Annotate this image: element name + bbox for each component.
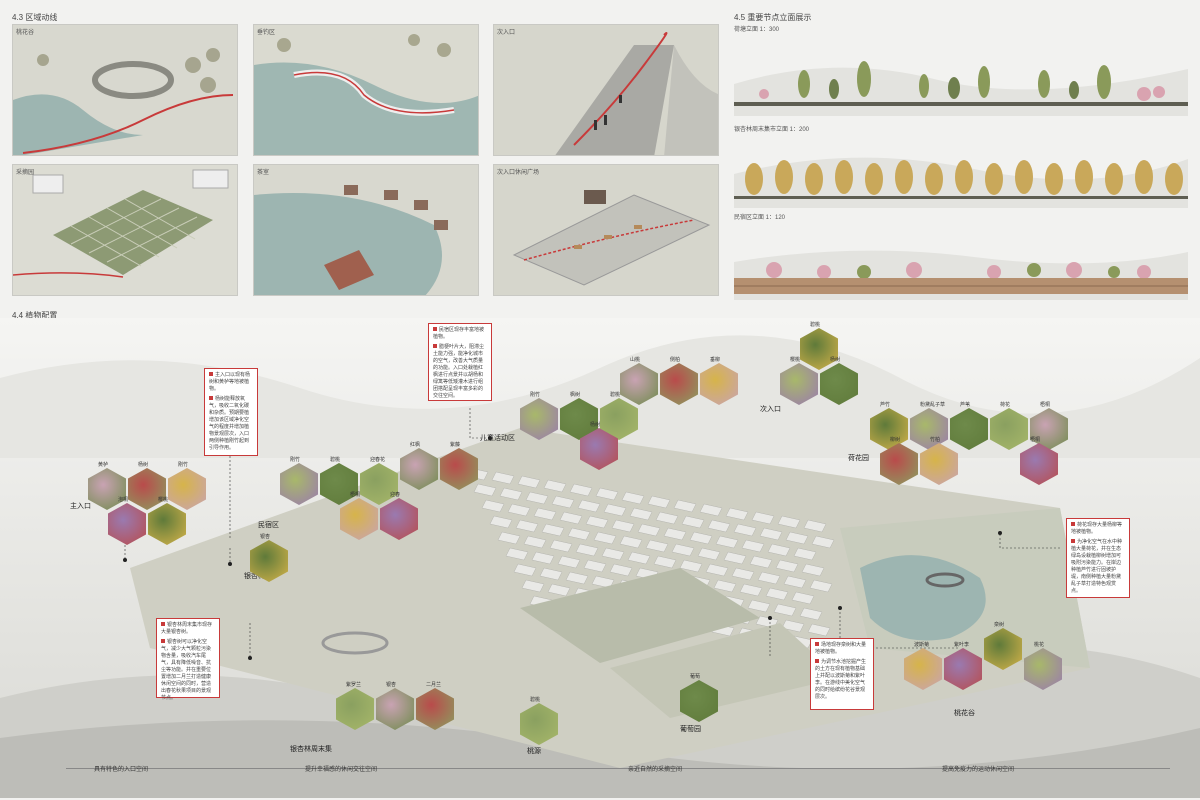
plant-name-children-4: 侧柏 xyxy=(670,357,681,363)
plant-hex-homestay-4 xyxy=(440,448,478,490)
section-title-movement: 4.3 区域动线 xyxy=(12,13,58,22)
plant-name-homestay-0: 刚竹 xyxy=(290,457,301,463)
plant-name-children-3: 山桃 xyxy=(630,357,641,363)
plant-name-valley-1: 紫叶李 xyxy=(954,642,970,648)
area-secondary-entrance: 次入口 xyxy=(760,406,781,413)
plant-name-homestay-4: 紫藤 xyxy=(450,442,461,448)
plant-name-lotus-6: 竹柏 xyxy=(930,437,941,443)
plant-name-homestay-1: 碧桃 xyxy=(330,457,341,463)
plant-name-entrance-3: 泡桐 xyxy=(118,497,129,503)
plant-hex-homestay-3 xyxy=(400,448,438,490)
plant-hex-homestay-0 xyxy=(280,463,318,505)
plant-hex-homestay-1 xyxy=(320,463,358,505)
plant-name-market-2: 二月兰 xyxy=(426,682,442,688)
plant-hex-homestay-2 xyxy=(360,463,398,505)
plant-name-lotus-4: 梧桐 xyxy=(1040,402,1051,408)
panel-peach-valley: 桃花谷 xyxy=(12,24,238,156)
plant-name-entrance-4: 樱桃 xyxy=(158,497,169,503)
footer-label-3: 亲近自然的采摘空间 xyxy=(628,767,683,773)
section-title-planting: 4.4 植物配置 xyxy=(12,311,58,320)
plant-name-entrance-1: 杨树 xyxy=(138,462,149,468)
plant-name-east-1: 樱桃 xyxy=(790,357,801,363)
panel-fishing: 垂钓区 xyxy=(253,24,479,156)
plant-hex-homestay-6 xyxy=(380,498,418,540)
plant-name-market-1: 银杏 xyxy=(386,682,397,688)
plant-hex-homestay-5 xyxy=(340,498,378,540)
plant-name-homestay-3: 红枫 xyxy=(410,442,421,448)
panel-tea-room: 茶室 xyxy=(253,164,479,296)
plant-name-lotus-5: 柳树 xyxy=(890,437,901,443)
plant-name-lotus-2: 芦苇 xyxy=(960,402,971,408)
plant-name-homestay-6: 迎春 xyxy=(390,492,401,498)
planting-map: 主入口以现有杨树和黄栌等地被植物。 杨树能释放氧气，吸收二氧化碳和杂质。预期要植… xyxy=(0,318,1200,798)
note-lotus: 荷花现存大量杨柳等地被植物。 为净化空气在水中种植大量荷花，并在生态绿岛设栽植柳… xyxy=(1066,518,1130,598)
leader-lines xyxy=(123,408,1060,660)
area-lotus: 荷花园 xyxy=(848,455,869,462)
area-homestay: 民宿区 xyxy=(258,522,279,529)
plant-name-east-2: 杨树 xyxy=(830,357,841,363)
elevation-lotus: 荷塘立面 1：300 xyxy=(734,24,1188,116)
note-homestay: 民宿区现存丰富地被植物。 腊梗叶片大，阻滞尘土能力强，能净化城市的空气，改善大气… xyxy=(428,323,492,401)
plant-name-grape-0: 葡萄 xyxy=(690,674,701,680)
plant-hex-market-1 xyxy=(376,688,414,730)
plant-name-homestay-5: 梧桐 xyxy=(350,492,361,498)
plant-name-lotus-3: 荷花 xyxy=(1000,402,1011,408)
note-valley: 场地现存栾树和大量地被植物。 为调节水池挖掘产生的土方在现有植物基础上并配以波斯… xyxy=(810,638,874,710)
plant-hex-valley-3 xyxy=(1024,648,1062,690)
plant-hex-market-0 xyxy=(336,688,374,730)
plant-name-valley-0: 波斯菊 xyxy=(914,642,930,648)
plant-name-valley-2: 栾树 xyxy=(994,622,1005,628)
section-title-elevation: 4.5 重要节点立面展示 xyxy=(734,13,812,22)
plant-hex-lotus-4 xyxy=(1030,408,1068,450)
plant-name-ginkgo-0: 银杏 xyxy=(260,534,271,540)
plant-name-children-2: 碧桃 xyxy=(610,392,621,398)
elevation-homestay: 民宿区立面 1：120 xyxy=(734,212,1188,300)
note-ginkgo-market: 银杏林周末集市现存大量银杏树。 银杏树可以净化空气，减少大气颗粒污染物含量，吸收… xyxy=(156,618,220,701)
plant-name-peach-0: 碧桃 xyxy=(530,697,541,703)
area-ginkgo: 银杏林 xyxy=(244,573,265,580)
footer-label-4: 提高免疫力的运动休闲空间 xyxy=(942,767,1015,773)
footer-label-1: 具有特色的入口空间 xyxy=(94,767,149,773)
plant-name-children-0: 刚竹 xyxy=(530,392,541,398)
plant-name-children-5: 垂柳 xyxy=(710,357,721,363)
plant-name-entrance-0: 黄栌 xyxy=(98,462,109,468)
plant-name-lotus-1: 粉黛乱子草 xyxy=(920,402,946,408)
plant-hex-entrance-0 xyxy=(88,468,126,510)
area-weekend-market: 银杏林周末集 xyxy=(290,746,332,753)
plant-name-lotus-7: 梧桐 xyxy=(1030,437,1041,443)
area-children: 儿童活动区 xyxy=(480,435,515,442)
footer-label-2: 提升幸福感的休闲交往空间 xyxy=(305,767,378,773)
plant-name-entrance-2: 刚竹 xyxy=(178,462,189,468)
note-main-entrance: 主入口以现有杨树和黄栌等地被植物。 杨树能释放氧气，吸收二氧化碳和杂质。预期要植… xyxy=(204,368,258,456)
area-peach-garden: 桃源 xyxy=(527,748,541,755)
panel-leisure-plaza: 次入口休闲广场 xyxy=(493,164,719,296)
area-peach-valley: 桃花谷 xyxy=(954,710,975,717)
plant-name-east-0: 碧桃 xyxy=(810,322,821,328)
plant-name-valley-3: 桃花 xyxy=(1034,642,1045,648)
area-main-entrance: 主入口 xyxy=(70,503,91,510)
plant-name-market-0: 紫罗兰 xyxy=(346,682,362,688)
plant-name-children-1: 枫树 xyxy=(570,392,581,398)
plant-hex-market-2 xyxy=(416,688,454,730)
plant-name-lotus-0: 芦竹 xyxy=(880,402,891,408)
panel-picking-garden: 采摘园 xyxy=(12,164,238,296)
elevation-ginkgo-market: 银杏林周末集市立面 1：200 xyxy=(734,124,1188,208)
area-grape: 葡萄园 xyxy=(680,726,701,733)
plant-name-children-6: 杨树 xyxy=(590,422,601,428)
plant-hex-lotus-7 xyxy=(1020,443,1058,485)
plant-hex-ginkgo-0 xyxy=(250,540,288,582)
panel-secondary-entrance: 次入口 xyxy=(493,24,719,156)
plant-name-homestay-2: 迎春花 xyxy=(370,457,386,463)
